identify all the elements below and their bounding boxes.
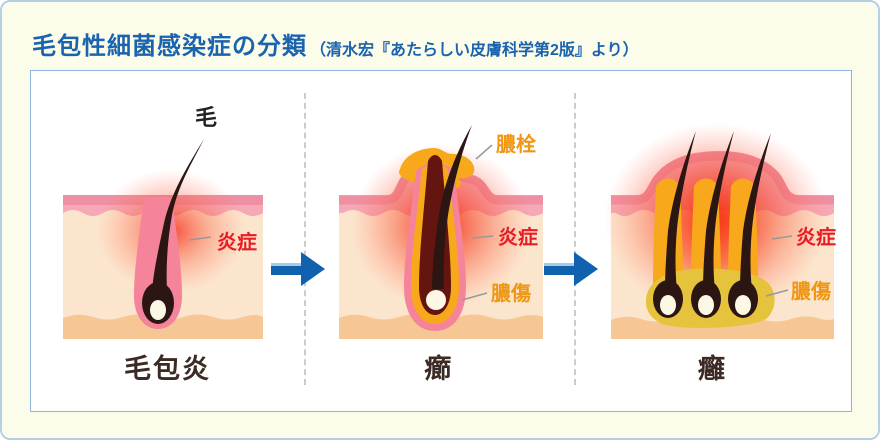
hair-bulb-core (735, 295, 751, 315)
abscess-label: 膿傷 (491, 281, 531, 305)
pointer-line (461, 292, 488, 301)
pointer-line (188, 236, 212, 241)
panel-divider (304, 93, 306, 385)
panel-divider (574, 93, 576, 385)
panel-folliculitis: 毛 炎症 毛包炎 (31, 71, 304, 411)
hair-shaft (432, 125, 472, 289)
pointer-line (771, 235, 793, 240)
inflammation-label: 炎症 (498, 225, 538, 249)
pointer-line (765, 289, 789, 297)
panel-caption: 癤 (424, 354, 454, 384)
furuncle-illustration: 膿栓 炎症 膿傷 (339, 125, 543, 339)
hair-bulb-core (426, 290, 446, 310)
arrow-right-icon (544, 252, 598, 286)
diagram-board: 毛 炎症 毛包炎 (30, 70, 852, 412)
arrow-right-icon (271, 252, 325, 286)
hair-shaft (152, 139, 204, 293)
hair-shaft (665, 131, 696, 291)
inflammation-label: 炎症 (796, 225, 836, 249)
folliculitis-illustration: 毛 炎症 (63, 105, 263, 339)
hair-label: 毛 (195, 105, 217, 130)
abscess-label: 膿傷 (791, 279, 831, 303)
inflammation-label: 炎症 (217, 230, 257, 254)
panel-furuncle: 膿栓 炎症 膿傷 癤 (304, 71, 574, 411)
pointer-line (471, 235, 494, 239)
panel-caption: 毛包炎 (124, 354, 211, 384)
hair-shaft (703, 131, 734, 291)
panel-caption: 癰 (698, 354, 727, 384)
title-text: 毛包性細菌感染症の分類 (32, 33, 307, 60)
pus-plug-label: 膿栓 (496, 132, 536, 156)
carbuncle-illustration: 炎症 膿傷 (604, 123, 836, 339)
hair-bulb-core (660, 295, 676, 315)
hair-bulb-core (150, 300, 166, 320)
hair-bulb-core (698, 295, 714, 315)
page-title: 毛包性細菌感染症の分類 （清水宏『あたらしい皮膚科学第2版』より） (32, 26, 639, 61)
pointer-line (475, 144, 493, 160)
title-source-text: （清水宏『あたらしい皮膚科学第2版』より） (310, 42, 639, 59)
panel-carbuncle: 炎症 膿傷 癰 (574, 71, 851, 411)
hair-shaft (740, 133, 771, 291)
